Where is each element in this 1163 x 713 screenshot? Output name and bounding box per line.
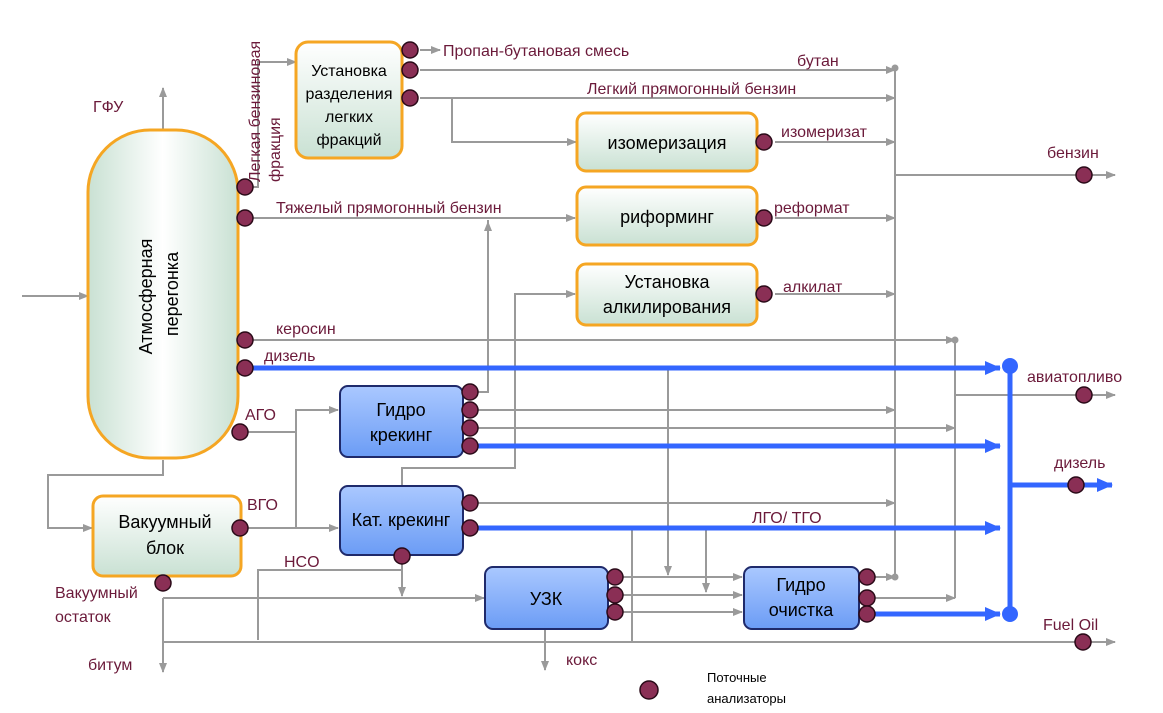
analyzer-dot bbox=[401, 61, 419, 79]
separation-label-1: Установка bbox=[311, 63, 387, 80]
legend-analyzer-icon bbox=[639, 680, 659, 700]
label-fuel-oil: Fuel Oil bbox=[1043, 617, 1098, 634]
uzk-label: УЗК bbox=[530, 589, 563, 609]
analyzer-dot bbox=[606, 568, 624, 586]
unit-isomerization: изомеризация bbox=[575, 111, 759, 173]
separation-label-3: легких bbox=[325, 109, 373, 126]
unit-hydrocracking: Гидро крекинг bbox=[339, 385, 464, 458]
label-diesel-in: дизель bbox=[264, 348, 315, 365]
hydrocracking-label-2: крекинг bbox=[370, 425, 433, 445]
analyzer-dot bbox=[461, 437, 479, 455]
label-hso: HCO bbox=[284, 554, 320, 571]
unit-catcracking: Кат. крекинг bbox=[339, 485, 464, 556]
analyzer-dot bbox=[755, 133, 773, 151]
label-light-gasoline-fraction-1: Легкая бензиновая bbox=[247, 41, 264, 182]
analyzer-dot bbox=[858, 589, 876, 607]
analyzer-dot bbox=[231, 423, 249, 441]
unit-vacuum: Вакуумный блок bbox=[91, 494, 243, 578]
analyzer-dot bbox=[154, 574, 172, 592]
stream-labels: ГФУ Легкая бензиновая фракция Пропан-бут… bbox=[55, 36, 1122, 674]
analyzer-dot bbox=[858, 605, 876, 623]
analyzer-dot bbox=[461, 419, 479, 437]
analyzer-dot bbox=[236, 209, 254, 227]
label-ago: АГО bbox=[245, 407, 276, 424]
label-vgo: ВГО bbox=[247, 497, 278, 514]
analyzer-dot bbox=[1067, 476, 1085, 494]
analyzer-dot bbox=[755, 285, 773, 303]
analyzer-dot bbox=[1075, 166, 1093, 184]
legend-analyzers-1: Поточные bbox=[707, 670, 767, 685]
analyzer-dot bbox=[236, 178, 254, 196]
isomerization-label: изомеризация bbox=[608, 133, 727, 153]
analyzer-dot bbox=[461, 494, 479, 512]
label-light-gasoline-fraction-2: фракция bbox=[267, 117, 284, 182]
analyzer-dot bbox=[755, 209, 773, 227]
label-light-straight-gasoline: Легкий прямогонный бензин bbox=[587, 81, 796, 98]
label-propane-butane: Пропан-бутановая смесь bbox=[443, 43, 629, 60]
unit-atmospheric-distillation: Атмосферная перегонка bbox=[86, 128, 240, 460]
analyzer-dot bbox=[236, 331, 254, 349]
alkylation-label-1: Установка bbox=[624, 272, 710, 292]
unit-hydrotreating: Гидро очистка bbox=[743, 566, 860, 630]
label-coke: кокс bbox=[566, 652, 597, 669]
label-vacuum-residue-2: остаток bbox=[55, 609, 112, 626]
analyzer-dot bbox=[401, 41, 419, 59]
legend: Поточные анализаторы bbox=[639, 670, 786, 706]
unit-alkylation: Установка алкилирования bbox=[575, 262, 759, 327]
hydrotreating-label-2: очистка bbox=[769, 600, 835, 620]
hydrotreating-label-1: Гидро bbox=[776, 575, 825, 595]
unit-uzk: УЗК bbox=[484, 566, 609, 630]
label-jet-fuel: авиатопливо bbox=[1027, 369, 1122, 386]
label-gasoline: бензин bbox=[1047, 145, 1099, 162]
analyzer-dot bbox=[393, 547, 411, 565]
unit-separation: Установка разделения легких фракций bbox=[294, 40, 404, 160]
atm-label-2: перегонка bbox=[162, 251, 182, 336]
atm-label-1: Атмосферная bbox=[136, 239, 156, 355]
analyzer-dot bbox=[461, 401, 479, 419]
analyzer-dot bbox=[858, 568, 876, 586]
label-kerosene: керосин bbox=[276, 321, 336, 338]
reforming-label: риформинг bbox=[620, 207, 714, 227]
analyzer-dot bbox=[1074, 633, 1092, 651]
label-diesel-out: дизель bbox=[1054, 455, 1105, 472]
separation-label-2: разделения bbox=[306, 86, 393, 103]
analyzer-dot bbox=[401, 89, 419, 107]
svg-text:Атмосферная перегонка: Атмосферная перегонка bbox=[136, 234, 182, 355]
separation-label-4: фракций bbox=[317, 132, 382, 149]
label-butane: бутан bbox=[797, 53, 839, 70]
analyzer-dot bbox=[606, 603, 624, 621]
legend-analyzers-2: анализаторы bbox=[707, 691, 786, 706]
svg-text:Легкая бензиновая фракци: Легкая бензиновая фракция bbox=[247, 36, 284, 182]
unit-reforming: риформинг bbox=[575, 185, 759, 247]
label-gfu: ГФУ bbox=[93, 99, 124, 116]
analyzers bbox=[154, 41, 1093, 651]
hydrocracking-label-1: Гидро bbox=[376, 400, 425, 420]
analyzer-dot bbox=[606, 586, 624, 604]
analyzer-dot bbox=[236, 359, 254, 377]
label-isomerizate: изомеризат bbox=[781, 124, 868, 141]
catcracking-label: Кат. крекинг bbox=[352, 510, 451, 530]
label-reformate: реформат bbox=[774, 200, 850, 217]
process-lines bbox=[22, 46, 1116, 673]
analyzer-dot bbox=[1075, 386, 1093, 404]
vacuum-label-2: блок bbox=[146, 538, 184, 558]
analyzer-dot bbox=[461, 383, 479, 401]
label-bitumen: битум bbox=[88, 657, 132, 674]
analyzer-dot bbox=[461, 519, 479, 537]
label-alkylate: алкилат bbox=[783, 279, 843, 296]
label-vacuum-residue-1: Вакуумный bbox=[55, 585, 138, 602]
alkylation-label-2: алкилирования bbox=[603, 297, 731, 317]
vacuum-label-1: Вакуумный bbox=[118, 512, 211, 532]
label-lgo-tgo: ЛГО/ ТГО bbox=[752, 510, 822, 527]
product-lines bbox=[250, 358, 1113, 622]
label-heavy-straight-gasoline: Тяжелый прямогонный бензин bbox=[276, 200, 502, 217]
analyzer-dot bbox=[231, 519, 249, 537]
